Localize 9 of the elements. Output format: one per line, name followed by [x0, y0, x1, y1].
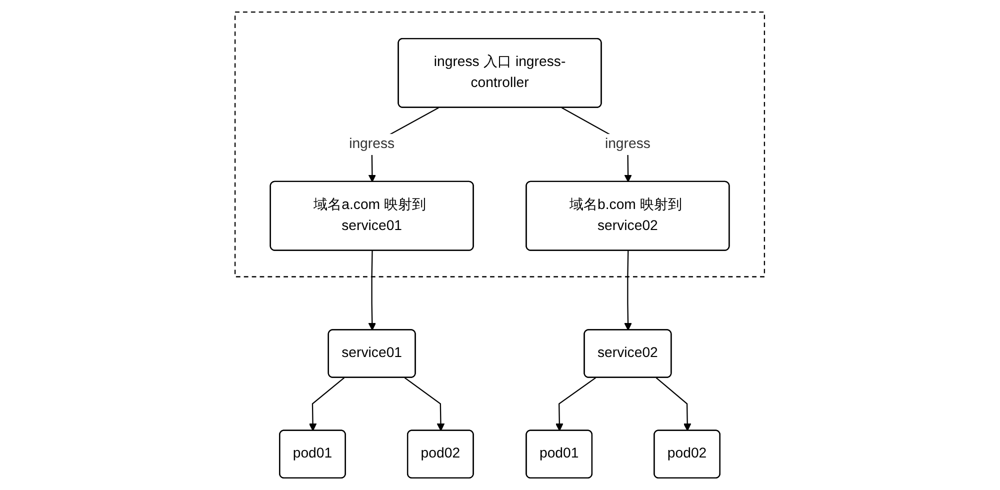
arrow [404, 377, 445, 432]
edge-label: ingress [605, 136, 651, 152]
arrow [556, 377, 596, 432]
arrow [656, 377, 692, 432]
cluster [234, 11, 766, 278]
arrow [309, 377, 345, 432]
edge-label: ingress [349, 136, 395, 152]
arrow [368, 250, 376, 330]
arrow [624, 250, 632, 330]
